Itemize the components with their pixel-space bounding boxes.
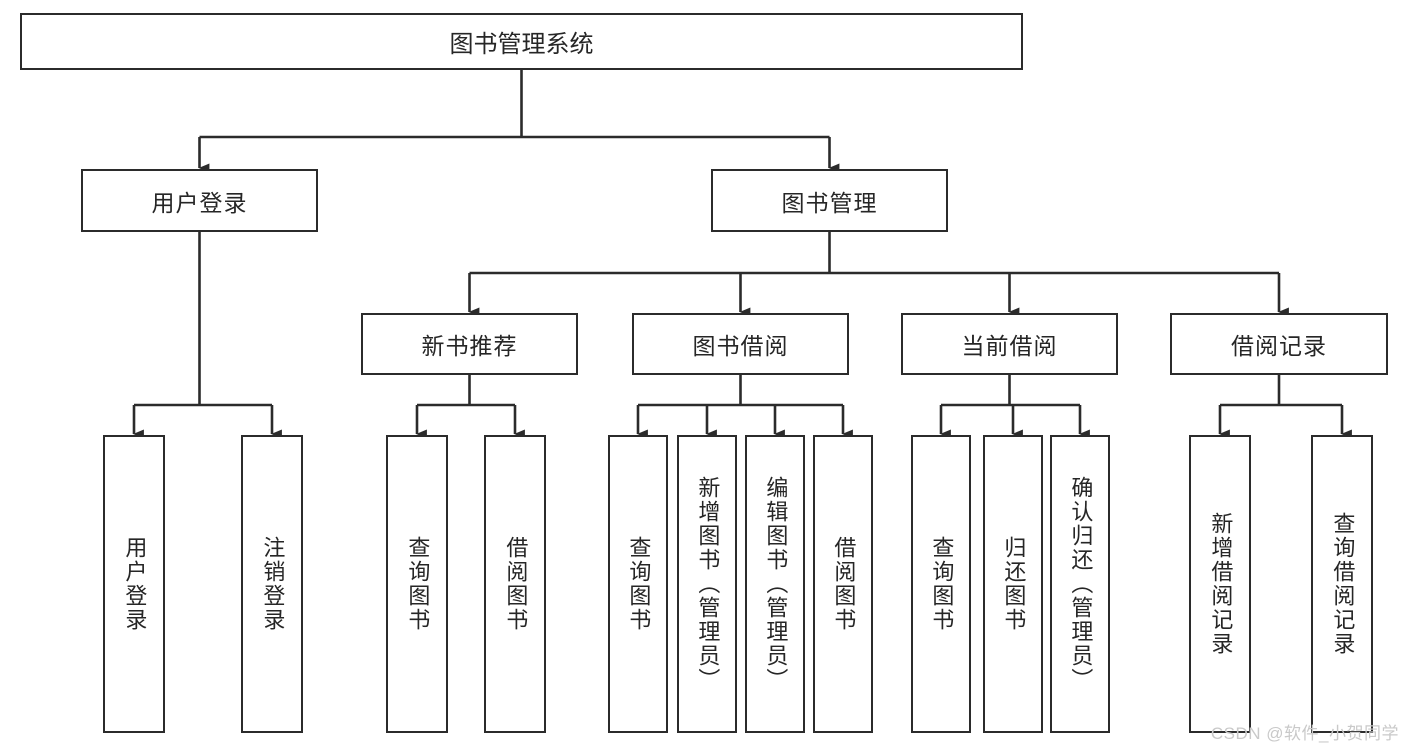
node-label: 用户登录 (151, 189, 248, 216)
leaf-借阅记录-查询借阅记录[interactable]: 查询借阅记录 (1311, 435, 1373, 733)
leaf-label: 编辑图书（管理员） (763, 476, 789, 692)
leaf-label: 注销登录 (260, 536, 286, 632)
leaf-图书借阅-借阅图书[interactable]: 借阅图书 (813, 435, 873, 733)
node-label: 新书推荐 (421, 333, 518, 359)
node-l3-新书推荐[interactable]: 新书推荐 (361, 313, 578, 375)
leaf-当前借阅-归还图书[interactable]: 归还图书 (983, 435, 1043, 733)
leaf-label: 借阅图书 (831, 536, 857, 632)
leaf-label: 归还图书 (1001, 536, 1027, 632)
leaf-label: 新增借阅记录 (1208, 512, 1234, 656)
leaf-新书推荐-借阅图书[interactable]: 借阅图书 (484, 435, 546, 733)
leaf-label: 查询图书 (405, 536, 431, 632)
leaf-label: 查询图书 (929, 536, 955, 632)
node-root-图书管理系统[interactable]: 图书管理系统 (20, 13, 1023, 70)
node-label: 当前借阅 (961, 333, 1058, 359)
node-l3-图书借阅[interactable]: 图书借阅 (632, 313, 849, 375)
node-l3-当前借阅[interactable]: 当前借阅 (901, 313, 1118, 375)
node-label: 图书管理系统 (449, 31, 594, 58)
leaf-用户登录-注销登录[interactable]: 注销登录 (241, 435, 303, 733)
leaf-label: 新增图书（管理员） (695, 476, 721, 692)
leaf-label: 查询借阅记录 (1330, 512, 1356, 656)
node-l2-图书管理[interactable]: 图书管理 (711, 169, 948, 232)
leaf-当前借阅-查询图书[interactable]: 查询图书 (911, 435, 971, 733)
leaf-label: 用户登录 (122, 536, 148, 632)
leaf-新书推荐-查询图书[interactable]: 查询图书 (386, 435, 448, 733)
node-label: 借阅记录 (1231, 333, 1327, 359)
leaf-当前借阅-确认归还管理员[interactable]: 确认归还（管理员） (1050, 435, 1110, 733)
leaf-label: 查询图书 (626, 536, 652, 632)
leaf-label: 借阅图书 (503, 536, 529, 632)
leaf-图书借阅-查询图书[interactable]: 查询图书 (608, 435, 668, 733)
node-l3-借阅记录[interactable]: 借阅记录 (1170, 313, 1388, 375)
leaf-图书借阅-新增图书管理员[interactable]: 新增图书（管理员） (677, 435, 737, 733)
node-label: 图书借阅 (692, 333, 789, 359)
node-label: 图书管理 (781, 189, 878, 216)
leaf-label: 确认归还（管理员） (1068, 476, 1094, 692)
watermark-text: CSDN @软件_小贺同学 (1210, 724, 1399, 743)
leaf-用户登录-用户登录[interactable]: 用户登录 (103, 435, 165, 733)
node-l2-用户登录[interactable]: 用户登录 (81, 169, 318, 232)
leaf-图书借阅-编辑图书管理员[interactable]: 编辑图书（管理员） (745, 435, 805, 733)
leaf-借阅记录-新增借阅记录[interactable]: 新增借阅记录 (1189, 435, 1251, 733)
